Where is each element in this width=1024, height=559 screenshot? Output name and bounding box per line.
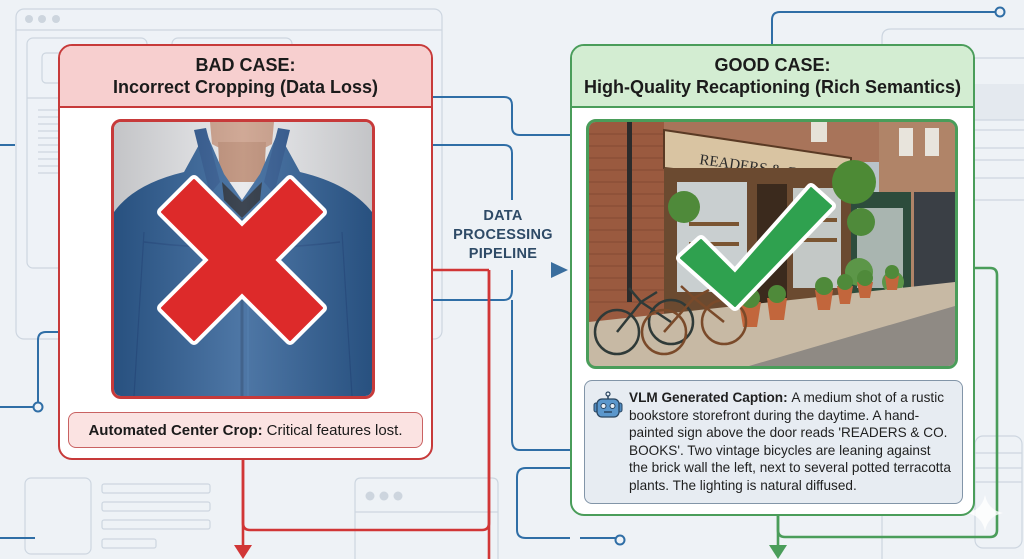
- bad-case-image: [111, 119, 375, 399]
- vlm-caption-box: VLM Generated Caption: A medium shot of …: [584, 380, 963, 504]
- red-arrowhead: [234, 545, 252, 559]
- arrow-right-icon: [551, 262, 568, 278]
- vlm-caption-label: VLM Generated Caption:: [629, 390, 792, 405]
- bad-case-header: BAD CASE: Incorrect Cropping (Data Loss): [60, 46, 431, 108]
- good-case-title-line1: GOOD CASE:: [714, 55, 831, 75]
- bad-case-note-text: Critical features lost.: [266, 421, 403, 439]
- bad-case-note-label: Automated Center Crop:: [88, 421, 263, 439]
- cropped-person-illustration: [114, 122, 372, 396]
- pipeline-label-line2: PROCESSING: [453, 227, 553, 243]
- bad-case-note: Automated Center Crop: Critical features…: [68, 412, 423, 448]
- bg-card-bottomleft: [24, 477, 211, 555]
- robot-icon: [593, 391, 623, 418]
- connector-endpoints: [32, 6, 1006, 546]
- blue-connectors: [0, 11, 996, 539]
- bg-window-bottommid: [354, 477, 499, 559]
- good-case-title-line2: High-Quality Recaptioning (Rich Semantic…: [583, 77, 962, 97]
- bg-window-bottommid-dots: [365, 491, 403, 501]
- vlm-caption-text: A medium shot of a rustic bookstore stor…: [629, 390, 951, 493]
- bg-window-dots: [25, 15, 60, 23]
- x-mark-icon: [157, 175, 327, 345]
- checkmark-icon: [676, 183, 836, 311]
- pipeline-label-line1: DATA: [483, 208, 523, 224]
- pipeline-label-line3: PIPELINE: [468, 246, 538, 262]
- bad-case-panel: BAD CASE: Incorrect Cropping (Data Loss): [58, 44, 433, 460]
- green-arrowhead: [769, 545, 787, 559]
- good-case-panel: GOOD CASE: High-Quality Recaptioning (Ri…: [570, 44, 975, 516]
- green-connectors: [776, 266, 999, 545]
- good-case-header: GOOD CASE: High-Quality Recaptioning (Ri…: [572, 46, 973, 108]
- bad-case-title-line2: Incorrect Cropping (Data Loss): [112, 77, 379, 97]
- pipeline-label: DATA PROCESSING PIPELINE: [448, 207, 558, 264]
- bookstore-illustration: READERS & CO. BOOKS: [589, 122, 955, 366]
- sparkle-icon: [967, 495, 1003, 531]
- bg-text-lines-left: [38, 109, 58, 174]
- good-case-image: READERS & CO. BOOKS: [586, 119, 958, 369]
- bad-case-title-line1: BAD CASE:: [195, 55, 296, 75]
